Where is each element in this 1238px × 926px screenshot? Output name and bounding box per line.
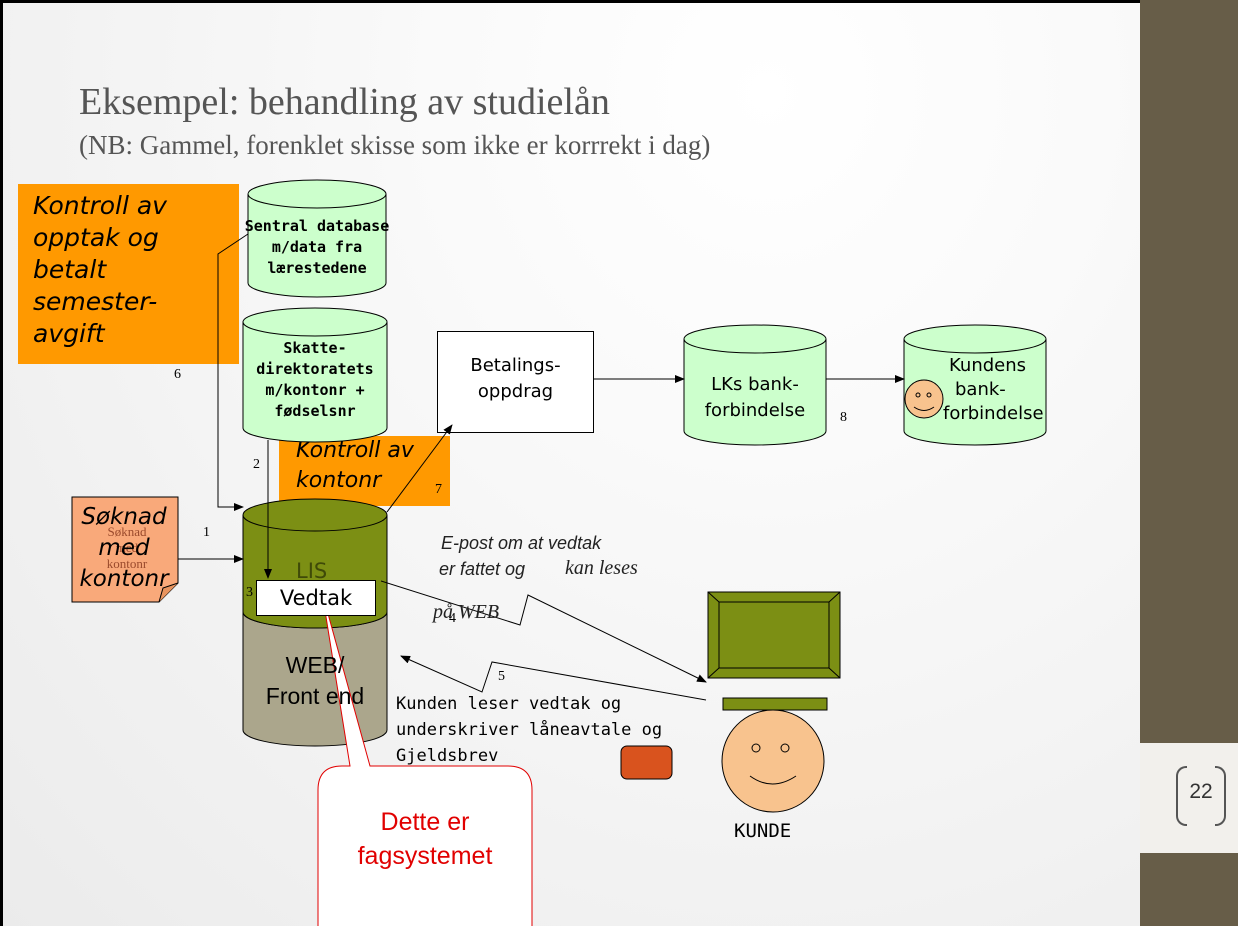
- callout-line-1: Dette er: [380, 808, 470, 836]
- soknad-line-1: Søknad: [81, 504, 167, 530]
- soknad-small-line-1: Søknad: [107, 524, 147, 539]
- left-bracket: [1176, 766, 1187, 826]
- page-number: 22: [1189, 780, 1213, 803]
- soknad-line-3: kontonr: [79, 566, 169, 592]
- kontroll-opptak-line-1: Kontroll av: [33, 191, 167, 220]
- kontroll-opptak-line-2: opptak og: [33, 223, 159, 252]
- skatte-line-1: Skatte-: [283, 339, 347, 357]
- slide-title: Eksempel: behandling av studielån: [79, 81, 610, 123]
- vedtak-label: Vedtak: [279, 586, 353, 610]
- kundens-bank-cylinder: [903, 324, 1047, 446]
- epost-line-2a: er fattet og: [439, 559, 526, 579]
- frame-left-border: [0, 0, 3, 926]
- arrow-epost-to-kunde: [380, 580, 707, 683]
- step-number-1: 1: [203, 525, 210, 540]
- kunden-leser-line-3: Gjeldsbrev: [396, 746, 499, 766]
- keyboard-icon: [722, 697, 828, 711]
- step-number-5: 5: [498, 669, 505, 684]
- kundens-bank-line-3: forbindelse: [943, 403, 1044, 424]
- kunden-leser-line-1: Kunden leser vedtak og: [396, 694, 622, 714]
- kontroll-kontonr-line-2: kontonr: [296, 468, 382, 493]
- vedtak-box: [256, 580, 376, 616]
- soknad-line-2: med: [98, 535, 150, 561]
- arrow-kontroll-to-betaling: [386, 424, 453, 513]
- epost-line-3: på WEB: [433, 601, 500, 623]
- skatte-line-3: m/kontonr +: [265, 381, 365, 399]
- frame-top-border: [0, 0, 1238, 3]
- lks-bank-cylinder: [683, 324, 827, 446]
- betalingsoppdrag-box: [437, 331, 594, 433]
- skattedirektoratet-cylinder: [242, 307, 388, 443]
- kundens-bank-line-1: Kundens: [949, 355, 1027, 376]
- epost-line-2b: kan leses: [565, 557, 638, 579]
- web-line-2: Front end: [265, 683, 365, 709]
- arrow-sentral-db-to-lis: [217, 233, 249, 511]
- customer-face-small-icon: [904, 379, 944, 419]
- page-number-panel: [1140, 743, 1238, 853]
- slide-subtitle: (NB: Gammel, forenklet skisse som ikke e…: [79, 130, 711, 160]
- betalings-line-1: Betalings-: [470, 355, 561, 376]
- kunde-label: KUNDE: [734, 820, 792, 842]
- web-line-1: WEB/: [285, 652, 345, 678]
- callout-line-2: fagsystemet: [357, 842, 493, 870]
- sentral-db-line-1: Sentral database: [244, 217, 390, 235]
- lks-bank-line-1: LKs bank-: [711, 374, 799, 395]
- step-number-4: 4: [449, 611, 456, 626]
- kunden-leser-line-2: underskriver låneavtale og: [396, 720, 663, 740]
- kontroll-kontonr-note: [279, 436, 450, 506]
- epost-line-1: E-post om at vedtak: [441, 533, 602, 553]
- step-number-7: 7: [435, 482, 442, 497]
- kontroll-opptak-line-5: avgift: [33, 319, 105, 348]
- sentral-database-cylinder: [247, 179, 387, 298]
- soknad-small-line-3: kontonr: [106, 556, 148, 571]
- monitor-icon: [707, 591, 841, 679]
- step-number-8: 8: [840, 410, 847, 425]
- customer-face-icon: [721, 709, 825, 813]
- kontroll-opptak-note: [18, 184, 239, 364]
- step-number-6: 6: [174, 367, 181, 382]
- fagsystem-callout: [317, 591, 533, 926]
- kontroll-opptak-line-4: semester-: [33, 287, 158, 316]
- soknad-small-line-2: med: [115, 540, 139, 555]
- lks-bank-line-2: forbindelse: [704, 400, 806, 421]
- step-number-3: 3: [246, 585, 253, 600]
- card-icon: [620, 745, 673, 780]
- soknad-document: [71, 496, 179, 603]
- betalings-line-2: oppdrag: [477, 381, 554, 402]
- kundens-bank-line-2: bank-: [955, 379, 1006, 400]
- sentral-db-line-2: m/data fra: [271, 238, 363, 256]
- sentral-db-line-3: lærestedene: [267, 259, 367, 277]
- step-number-2: 2: [253, 457, 260, 472]
- kontroll-opptak-line-3: betalt: [33, 255, 107, 284]
- skatte-line-4: fødselsnr: [274, 402, 356, 420]
- arrow-kunde-to-web: [400, 655, 707, 701]
- lis-label: LIS: [296, 559, 328, 583]
- skatte-line-2: direktoratets: [256, 360, 374, 378]
